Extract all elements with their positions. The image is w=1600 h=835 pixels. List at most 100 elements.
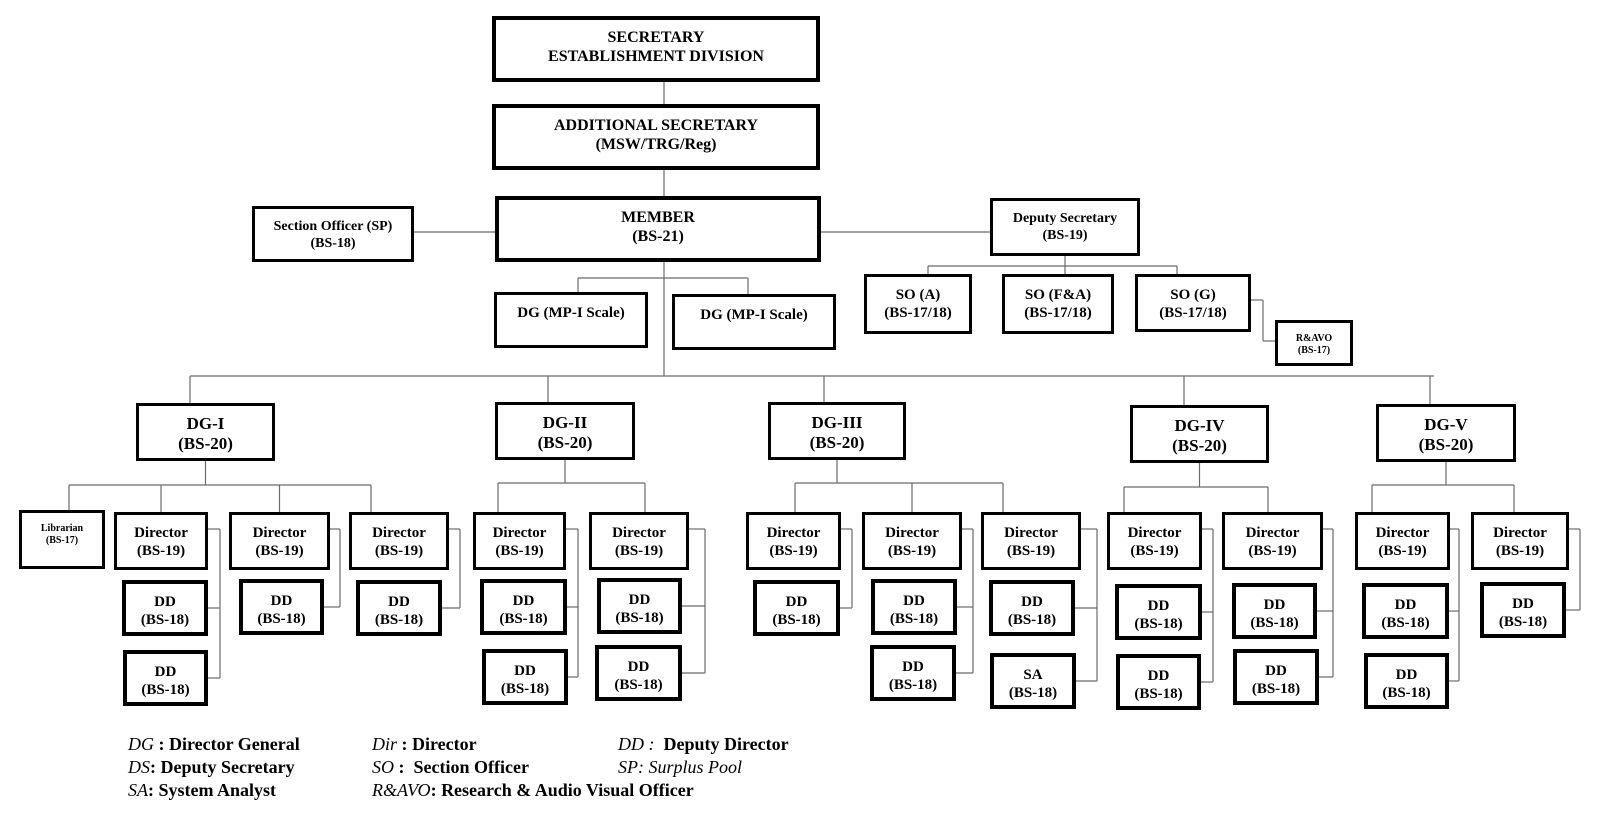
- dd-box-title: DD: [154, 594, 176, 610]
- director-box: Director(BS-19): [981, 512, 1081, 570]
- director-box-title: Director: [372, 525, 426, 541]
- dd-box-title: DD: [1263, 597, 1286, 613]
- legend-item: DD : Deputy Director: [618, 734, 789, 755]
- dd-box: DD(BS-18): [753, 580, 840, 636]
- dg-3-box: DG-III(BS-20): [768, 402, 906, 460]
- legend-item: SA: System Analyst: [128, 780, 276, 801]
- director-box-title: Director: [134, 525, 188, 541]
- dd-box-grade: (BS-18): [1382, 685, 1431, 701]
- dd-box-grade: (BS-18): [140, 612, 190, 628]
- section-officer-sp-box-grade: (BS-18): [310, 235, 356, 251]
- member-box-title: MEMBER: [621, 209, 695, 226]
- dd-box-title: DD: [1021, 594, 1043, 610]
- dd-box-title: DD: [1512, 596, 1534, 612]
- legend-text: Director General: [169, 734, 300, 754]
- dd-box-grade: (BS-18): [888, 677, 938, 693]
- dd-box: DD(BS-18): [871, 579, 957, 635]
- director-box-grade: (BS-19): [1248, 543, 1297, 559]
- director-box: Director (BS-19): [114, 512, 208, 570]
- director-box: Director (BS-19): [589, 512, 689, 570]
- dd-box-grade: (BS-18): [614, 677, 663, 693]
- so-fa-box-grade: (BS-17/18): [1024, 305, 1092, 321]
- dd-box-grade: (BS-18): [1134, 686, 1183, 702]
- ravo-box: R&AVO(BS-17): [1275, 320, 1353, 366]
- director-box-title: Director: [1493, 525, 1547, 541]
- dd-box: DD (BS-18): [122, 580, 208, 636]
- legend-item: R&AVO: Research & Audio Visual Officer: [372, 780, 694, 801]
- director-box-grade: (BS-19): [1495, 543, 1545, 559]
- librarian-box-title: Librarian: [40, 523, 84, 534]
- dd-box-title: DD: [512, 593, 535, 609]
- dg-3-box-grade: (BS-20): [809, 433, 865, 453]
- dd-box: DD (BS-18): [1115, 584, 1202, 640]
- dd-box-grade: (BS-18): [374, 612, 424, 628]
- director-box: Director(BS-19): [1355, 512, 1450, 570]
- section-officer-sp-box-title: Section Officer (SP): [273, 219, 393, 234]
- legend-item: SO : Section Officer: [372, 757, 529, 778]
- dd-box-title: DD: [1147, 598, 1170, 614]
- director-box-title: Director: [612, 525, 666, 541]
- legend-abbr: DG: [128, 734, 154, 754]
- dg-4-box-grade: (BS-20): [1172, 436, 1227, 456]
- ravo-box-title: R&AVO: [1295, 333, 1333, 344]
- dd-box-title: DD: [628, 592, 651, 608]
- dd-box: DD(BS-18): [480, 579, 567, 635]
- dd-box-grade: (BS-18): [141, 682, 190, 698]
- so-fa-box-title: SO (F&A): [1024, 287, 1092, 303]
- legend-separator: :: [397, 734, 413, 754]
- director-box: Director(BS-19): [229, 512, 330, 570]
- dd-box-title: DD: [388, 594, 410, 610]
- dg-mp1-box-right-title: DG (MP-I Scale): [700, 307, 808, 323]
- dd-box-grade: (BS-18): [1134, 616, 1183, 632]
- director-box-grade: (BS-19): [614, 543, 664, 559]
- sa-box-title: SA: [1023, 667, 1043, 683]
- director-box-title: Director: [885, 525, 939, 541]
- director-box-grade: (BS-19): [136, 543, 186, 559]
- dg-5-box-grade: (BS-20): [1418, 435, 1474, 455]
- dg-1-box-title: DG-I: [186, 414, 225, 433]
- dd-box-grade: (BS-18): [1381, 615, 1430, 631]
- dd-box: DD(BS-18): [989, 580, 1075, 636]
- dd-box-grade: (BS-18): [889, 611, 939, 627]
- dd-box-title: DD: [1147, 668, 1170, 684]
- dg-1-box-grade: (BS-20): [178, 434, 233, 454]
- director-box-grade: (BS-19): [769, 543, 818, 559]
- so-a-box: SO (A)(BS-17/18): [864, 274, 972, 334]
- dd-box-grade: (BS-18): [1251, 681, 1301, 697]
- dg-2-box-title: DG-II: [542, 413, 588, 432]
- dd-box-title: DD: [1395, 667, 1418, 683]
- section-officer-sp-box: Section Officer (SP)(BS-18): [252, 206, 414, 262]
- dg-5-box-title: DG-V: [1424, 415, 1468, 434]
- dg-1-box: DG-I(BS-20): [136, 403, 275, 461]
- legend-text: Research & Audio Visual Officer: [441, 780, 694, 800]
- dd-box-grade: (BS-18): [615, 610, 664, 626]
- sa-box: SA (BS-18): [990, 653, 1076, 709]
- director-box-grade: (BS-19): [495, 543, 544, 559]
- additional-secretary-box-grade: (MSW/TRG/Reg): [595, 136, 717, 154]
- additional-secretary-box-title: ADDITIONAL SECRETARY: [553, 117, 759, 134]
- director-box-grade: (BS-19): [374, 543, 424, 559]
- legend-separator: :: [154, 734, 169, 754]
- dd-box: DD(BS-18): [123, 650, 208, 706]
- dd-box: DD (BS-18): [597, 578, 682, 634]
- dg-5-box: DG-V(BS-20): [1376, 404, 1516, 462]
- director-box-title: Director: [1127, 525, 1182, 541]
- legend-item: DS: Deputy Secretary: [128, 757, 295, 778]
- director-box-title: Director: [1004, 525, 1058, 541]
- dd-box-title: DD: [1265, 663, 1287, 679]
- sa-box-grade: (BS-18): [1008, 685, 1058, 701]
- director-box-grade: (BS-19): [1130, 543, 1179, 559]
- member-box: MEMBER (BS-21): [495, 196, 821, 262]
- member-box-grade: (BS-21): [632, 228, 684, 246]
- legend-abbr: Dir: [372, 734, 398, 754]
- deputy-secretary-box-grade: (BS-19): [1042, 227, 1088, 243]
- dg-mp1-box-left: DG (MP-I Scale): [494, 292, 648, 348]
- so-a-box-title: SO (A): [895, 287, 941, 303]
- librarian-box-grade: (BS-17): [45, 535, 79, 546]
- director-box-title: Director: [1375, 525, 1430, 541]
- dg-2-box: DG-II(BS-20): [495, 402, 635, 460]
- dd-box-grade: (BS-18): [1498, 614, 1548, 630]
- dg-mp1-box-right: DG (MP-I Scale): [672, 294, 836, 350]
